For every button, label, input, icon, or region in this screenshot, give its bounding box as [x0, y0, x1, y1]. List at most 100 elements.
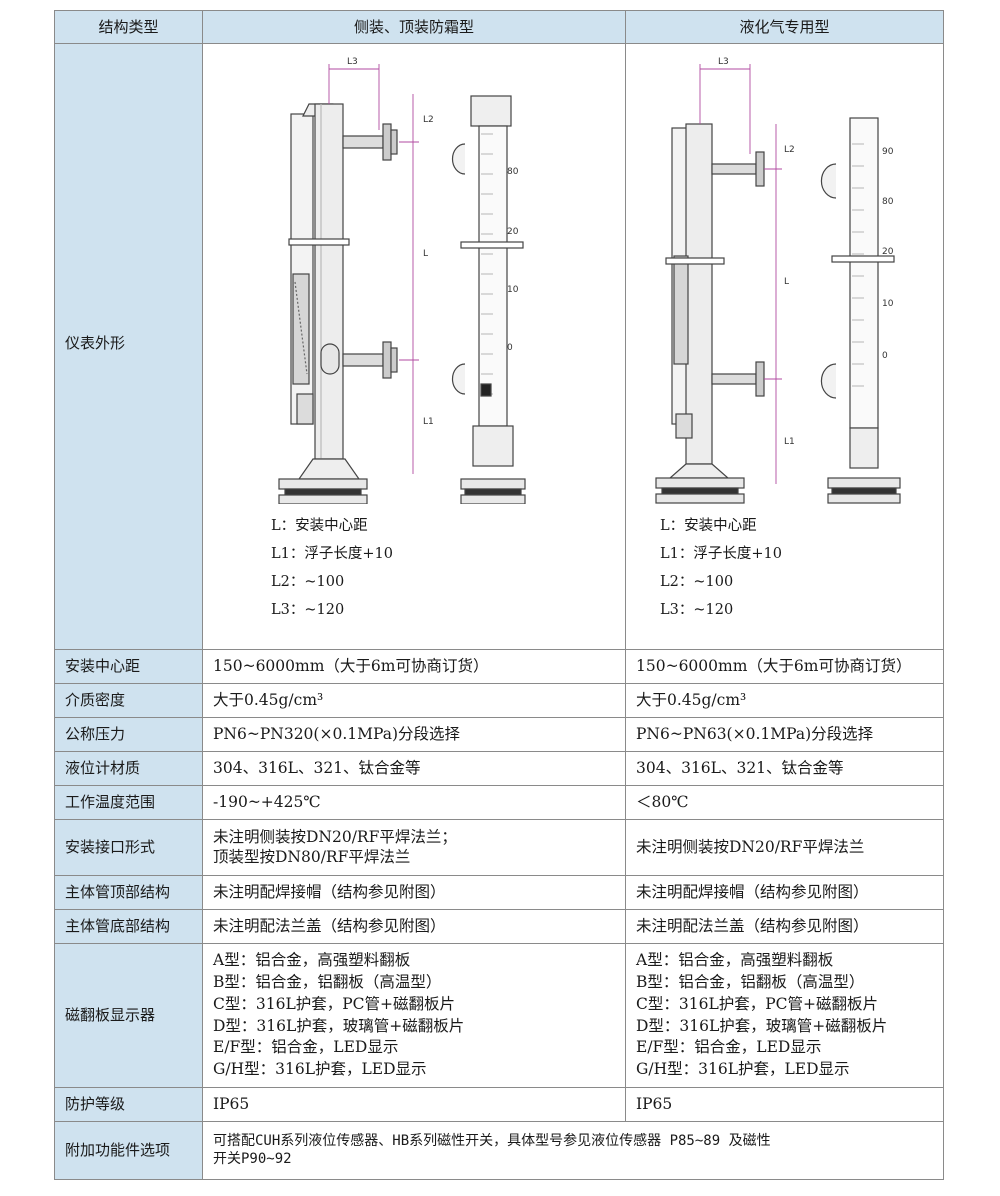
spec-key: 安装接口形式 — [54, 819, 203, 876]
dim-label-l2: L2 — [423, 115, 434, 125]
lpg-drawing: L3 L2 L L1 90 80 20 10 0 — [655, 57, 901, 504]
value-line: PN6~PN320(×0.1MPa)分段选择 — [213, 724, 460, 743]
spec-value-right: 未注明配焊接帽（结构参见附图） — [625, 875, 944, 910]
value-line: B型：铝合金，铝翻板（高温型） — [213, 973, 442, 992]
value-line: D型：316L护套，玻璃管+磁翻板片 — [213, 1016, 465, 1035]
value-line: 150~6000mm（大于6m可协商订货） — [213, 656, 489, 675]
header-col-lpg: 液化气专用型 — [625, 10, 944, 44]
spec-value-left: 未注明配法兰盖（结构参见附图） — [202, 909, 626, 944]
value-line: B型：铝合金，铝翻板（高温型） — [636, 973, 865, 992]
value-line: 顶装型按DN80/RF平焊法兰 — [213, 847, 411, 866]
legend-line: L1：浮子长度+10 — [271, 546, 393, 562]
spec-value-left: IP65 — [202, 1087, 626, 1122]
value-line: PN6~PN63(×0.1MPa)分段选择 — [636, 724, 874, 743]
dim-label-l3: L3 — [347, 57, 358, 67]
left-figure-cell: L3 L2 L L1 80 20 10 0 L：安装中心距 L1：浮子长度+10… — [202, 43, 626, 650]
scale-label: 90 — [882, 147, 894, 157]
spec-value-left: -190~+425℃ — [202, 785, 626, 820]
scale-label: 10 — [882, 299, 894, 309]
spec-row: 防护等级 IP65 IP65 — [54, 1087, 944, 1122]
spec-value-left: PN6~PN320(×0.1MPa)分段选择 — [202, 717, 626, 752]
spec-value-right: IP65 — [625, 1087, 944, 1122]
value-line: 未注明配焊接帽（结构参见附图） — [213, 882, 446, 901]
right-figure-cell: L3 L2 L L1 90 80 20 10 0 L：安装中心距 L1：浮子长度… — [625, 43, 944, 650]
scale-label: 80 — [882, 197, 894, 207]
spec-value-right: ＜80℃ — [625, 785, 944, 820]
value-line: 未注明侧装按DN20/RF平焊法兰 — [636, 837, 865, 856]
spec-value-right: PN6~PN63(×0.1MPa)分段选择 — [625, 717, 944, 752]
spec-row: 主体管顶部结构 未注明配焊接帽（结构参见附图） 未注明配焊接帽（结构参见附图） — [54, 875, 944, 910]
dim-label-l3: L3 — [718, 57, 729, 67]
value-line: G/H型：316L护套，LED显示 — [213, 1059, 427, 1078]
value-line: 304、316L、321、钛合金等 — [213, 758, 421, 777]
value-line: IP65 — [636, 1094, 673, 1113]
spec-key: 主体管顶部结构 — [54, 875, 203, 910]
value-line: ＜80℃ — [636, 792, 689, 811]
legend-line: L3：~120 — [271, 602, 345, 618]
spec-row: 公称压力 PN6~PN320(×0.1MPa)分段选择 PN6~PN63(×0.… — [54, 717, 944, 752]
value-line: -190~+425℃ — [213, 792, 321, 811]
extra-row: 附加功能件选项 可搭配CUH系列液位传感器、HB系列磁性开关，具体型号参见液位传… — [54, 1121, 944, 1180]
spec-value-right: 大于0.45g/cm³ — [625, 683, 944, 718]
scale-label: 10 — [507, 285, 519, 295]
header-col-type: 结构类型 — [54, 10, 203, 44]
value-line: D型：316L护套，玻璃管+磁翻板片 — [636, 1016, 888, 1035]
spec-value-right: 304、316L、321、钛合金等 — [625, 751, 944, 786]
value-line: C型：316L护套，PC管+磁翻板片 — [636, 994, 879, 1013]
legend-line: L1：浮子长度+10 — [660, 546, 782, 562]
spec-value-left: A型：铝合金，高强塑料翻板 B型：铝合金，铝翻板（高温型） C型：316L护套，… — [202, 943, 626, 1088]
spec-row: 安装中心距 150~6000mm（大于6m可协商订货） 150~6000mm（大… — [54, 649, 944, 684]
scale-label: 20 — [882, 247, 894, 257]
spec-key: 工作温度范围 — [54, 785, 203, 820]
value-line: 可搭配CUH系列液位传感器、HB系列磁性开关，具体型号参见液位传感器 P85~8… — [213, 1133, 771, 1149]
spec-key: 公称压力 — [54, 717, 203, 752]
header-row: 结构类型 侧装、顶装防霜型 液化气专用型 — [54, 10, 944, 44]
header-col-side-top: 侧装、顶装防霜型 — [202, 10, 626, 44]
spec-value-left: 大于0.45g/cm³ — [202, 683, 626, 718]
spec-row: 磁翻板显示器 A型：铝合金，高强塑料翻板 B型：铝合金，铝翻板（高温型） C型：… — [54, 943, 944, 1088]
dim-label-l: L — [784, 277, 789, 287]
value-line: A型：铝合金，高强塑料翻板 — [636, 951, 834, 970]
extra-key: 附加功能件选项 — [54, 1121, 203, 1180]
appearance-label: 仪表外形 — [54, 43, 203, 650]
spec-key: 安装中心距 — [54, 649, 203, 684]
spec-value-left: 未注明侧装按DN20/RF平焊法兰； 顶装型按DN80/RF平焊法兰 — [202, 819, 626, 876]
value-line: 开关P90~92 — [213, 1150, 292, 1167]
value-line: 未注明配法兰盖（结构参见附图） — [636, 916, 869, 935]
left-legend: L：安装中心距 L1：浮子长度+10 L2：~100 L3：~120 — [271, 512, 393, 624]
spec-value-left: 304、316L、321、钛合金等 — [202, 751, 626, 786]
appearance-row: 仪表外形 — [54, 43, 944, 650]
value-line: 未注明配法兰盖（结构参见附图） — [213, 916, 446, 935]
dim-label-l1: L1 — [784, 437, 795, 447]
value-line: 未注明配焊接帽（结构参见附图） — [636, 882, 869, 901]
spec-row: 液位计材质 304、316L、321、钛合金等 304、316L、321、钛合金… — [54, 751, 944, 786]
value-line: E/F型：铝合金，LED显示 — [636, 1038, 822, 1057]
value-line: IP65 — [213, 1094, 250, 1113]
spec-value-right: 未注明侧装按DN20/RF平焊法兰 — [625, 819, 944, 876]
value-line: A型：铝合金，高强塑料翻板 — [213, 951, 411, 970]
spec-value-left: 未注明配焊接帽（结构参见附图） — [202, 875, 626, 910]
spec-key: 介质密度 — [54, 683, 203, 718]
value-line: E/F型：铝合金，LED显示 — [213, 1038, 399, 1057]
value-line: G/H型：316L护套，LED显示 — [636, 1059, 850, 1078]
spec-value-left: 150~6000mm（大于6m可协商订货） — [202, 649, 626, 684]
extra-value: 可搭配CUH系列液位传感器、HB系列磁性开关，具体型号参见液位传感器 P85~8… — [202, 1121, 944, 1180]
legend-line: L：安装中心距 — [660, 518, 757, 534]
legend-line: L2：~100 — [660, 574, 734, 590]
right-legend: L：安装中心距 L1：浮子长度+10 L2：~100 L3：~120 — [660, 512, 782, 624]
scale-label: 0 — [882, 351, 888, 361]
dim-label-l1: L1 — [423, 417, 434, 427]
dim-label-l: L — [423, 249, 428, 259]
value-line: 大于0.45g/cm³ — [636, 690, 747, 709]
spec-key: 磁翻板显示器 — [54, 943, 203, 1088]
spec-row: 介质密度 大于0.45g/cm³ 大于0.45g/cm³ — [54, 683, 944, 718]
spec-value-right: A型：铝合金，高强塑料翻板 B型：铝合金，铝翻板（高温型） C型：316L护套，… — [625, 943, 944, 1088]
spec-value-right: 150~6000mm（大于6m可协商订货） — [625, 649, 944, 684]
value-line: 大于0.45g/cm³ — [213, 690, 324, 709]
spec-key: 主体管底部结构 — [54, 909, 203, 944]
scale-label: 0 — [507, 343, 513, 353]
spec-row: 工作温度范围 -190~+425℃ ＜80℃ — [54, 785, 944, 820]
legend-line: L：安装中心距 — [271, 518, 368, 534]
value-line: 150~6000mm（大于6m可协商订货） — [636, 656, 912, 675]
spec-key: 防护等级 — [54, 1087, 203, 1122]
